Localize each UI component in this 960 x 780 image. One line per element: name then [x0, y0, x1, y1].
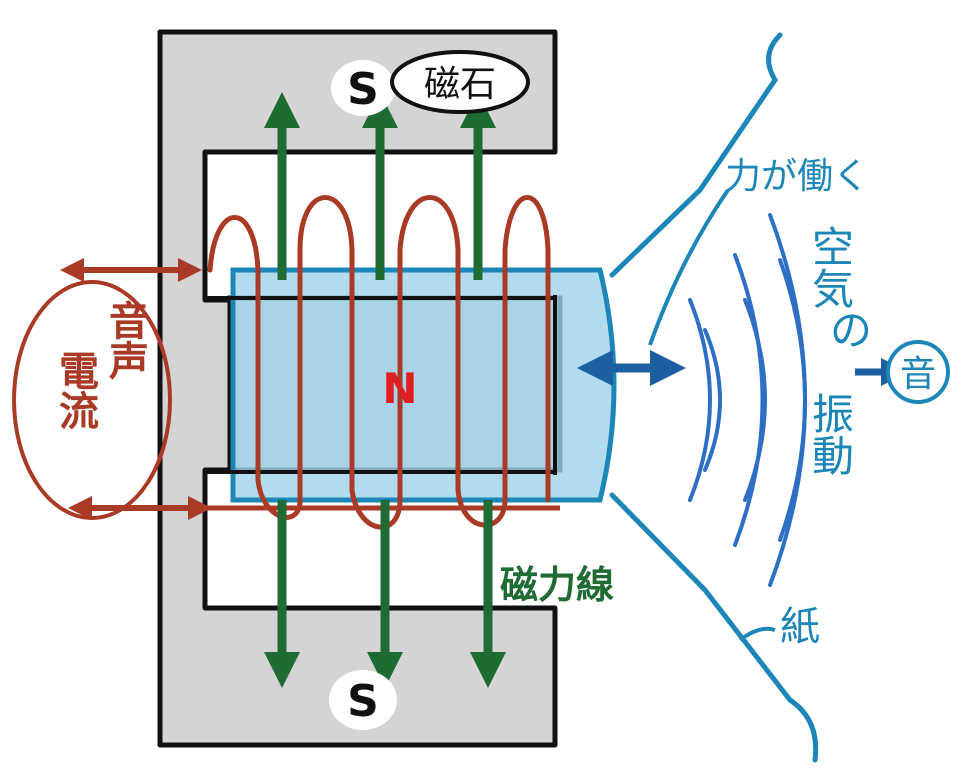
air-vibration-label-3: 振動: [806, 392, 855, 476]
pole-label-top: S: [347, 64, 379, 115]
speaker-cone: [609, 32, 819, 763]
magnet-label-oval: [390, 50, 530, 114]
current-label-top: 音声: [102, 300, 149, 381]
current-label-bottom: 電流: [52, 350, 99, 430]
air-vibration-label-2: の: [830, 306, 872, 355]
paper-pointer: [738, 626, 776, 642]
voice-coil-former: [205, 267, 617, 503]
magnet-label: 磁石: [424, 64, 496, 105]
field-lines-label: 磁力線: [500, 563, 614, 607]
air-waves: [688, 213, 807, 587]
sound-label: 音: [900, 354, 936, 395]
pole-top-bg: [331, 60, 395, 116]
pole-bottom-bg: [329, 670, 397, 730]
pole-label-bottom: S: [347, 676, 379, 727]
force-label: 力が働く: [725, 156, 869, 197]
current-label-oval: [12, 280, 172, 520]
air-vibration-label-1: 空気: [806, 225, 855, 309]
sound-label-circle: [886, 340, 950, 404]
pole-label-center: N: [382, 364, 417, 413]
force-pointer: [648, 188, 730, 346]
current-arrows: [60, 258, 560, 520]
field-lines: [264, 92, 506, 688]
paper-label: 紙: [780, 604, 820, 650]
